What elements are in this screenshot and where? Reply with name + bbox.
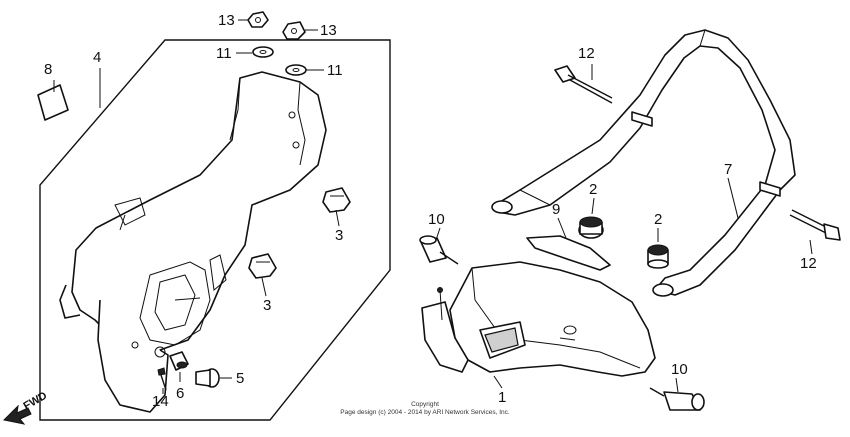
callout-5: 5 bbox=[236, 370, 244, 387]
callout-13-left: 13 bbox=[218, 12, 235, 29]
callout-6: 6 bbox=[176, 385, 184, 402]
collar-part-6 bbox=[169, 351, 189, 371]
grommet-part-2-left bbox=[578, 216, 604, 239]
copyright-line-1: Copyright bbox=[411, 401, 439, 408]
washer-part-11-right bbox=[285, 64, 307, 76]
callout-10-lower: 10 bbox=[671, 361, 688, 378]
bolt-part-12-upper bbox=[554, 65, 613, 104]
fwd-arrow: FWD bbox=[2, 390, 50, 425]
callout-13-right: 13 bbox=[320, 22, 337, 39]
callout-3-upper: 3 bbox=[335, 227, 343, 244]
callout-8: 8 bbox=[44, 61, 52, 78]
bolt-part-10-upper bbox=[419, 235, 459, 265]
nut-part-13-left bbox=[247, 11, 269, 28]
clip-part-3-lower bbox=[248, 253, 277, 279]
bolt-part-12-lower bbox=[789, 209, 841, 241]
grommet-part-2-right bbox=[647, 244, 669, 269]
callout-12-upper: 12 bbox=[578, 45, 595, 62]
callout-2-right: 2 bbox=[654, 211, 662, 228]
callout-11-right: 11 bbox=[327, 62, 343, 79]
fwd-label: FWD bbox=[22, 390, 50, 413]
callout-11-left: 11 bbox=[216, 45, 232, 62]
callout-9: 9 bbox=[552, 201, 560, 218]
callout-12-lower: 12 bbox=[800, 255, 817, 272]
callout-14: 14 bbox=[152, 393, 169, 410]
nut-part-13-right bbox=[282, 21, 306, 40]
clip-part-3-upper bbox=[322, 187, 351, 213]
label-plate-part-8 bbox=[37, 84, 69, 121]
callout-2-left: 2 bbox=[589, 181, 597, 198]
rear-fender-part-1 bbox=[421, 261, 656, 377]
callout-7: 7 bbox=[724, 161, 732, 178]
bolt-part-5 bbox=[195, 368, 220, 388]
washer-part-11-left bbox=[252, 46, 274, 58]
inner-fender-part-4 bbox=[59, 71, 327, 413]
callout-3-lower: 3 bbox=[263, 297, 271, 314]
copyright-line-2: Page design (c) 2004 - 2014 by ARI Netwo… bbox=[340, 409, 510, 416]
pin-part-14 bbox=[157, 367, 167, 391]
rear-fender-group-outline bbox=[39, 39, 391, 421]
rubber-flap-part-9 bbox=[526, 235, 611, 271]
callout-numbers: 8 4 13 13 11 11 3 3 5 6 14 10 9 2 2 7 12… bbox=[44, 12, 817, 410]
callout-10-upper: 10 bbox=[428, 211, 445, 228]
callout-4: 4 bbox=[93, 49, 101, 66]
bolt-part-10-lower bbox=[649, 387, 705, 411]
leader-lines bbox=[53, 19, 813, 394]
callout-1: 1 bbox=[498, 389, 506, 406]
grab-rail-part-7 bbox=[491, 29, 796, 297]
